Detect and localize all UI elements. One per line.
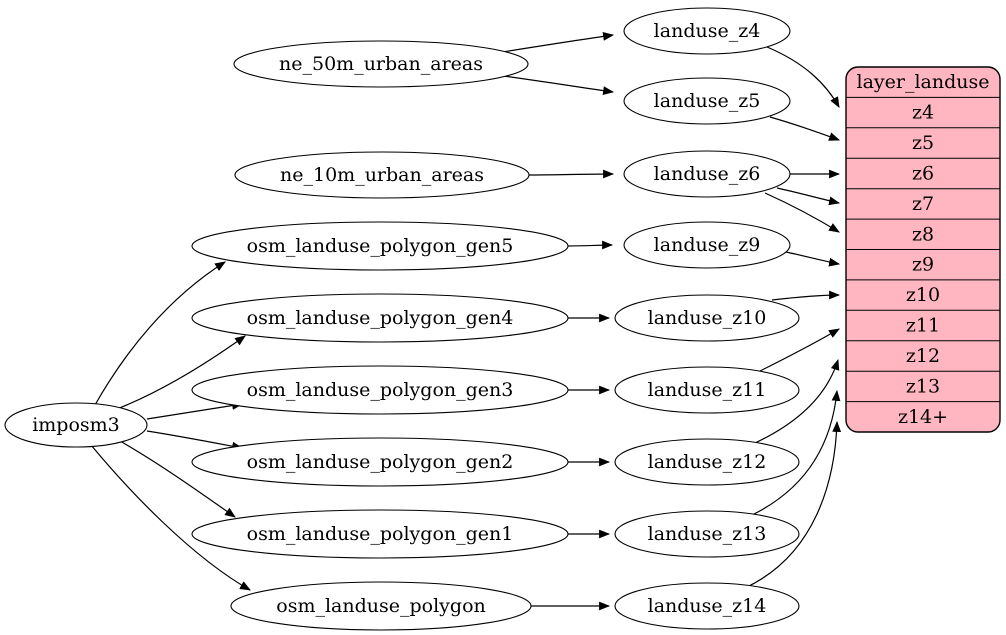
table-row-z8: z8	[912, 223, 934, 245]
edge-imposm3-osm_landuse_polygon	[90, 444, 251, 591]
table-row-z9: z9	[912, 254, 934, 276]
node-label-ne_50m_urban_areas: ne_50m_urban_areas	[279, 53, 483, 75]
node-label-landuse_z12: landuse_z12	[648, 451, 767, 473]
edge-imposm3-osm_landuse_polygon_gen2	[146, 430, 244, 451]
node-landuse_z4: landuse_z4	[623, 7, 791, 55]
edge-landuse_z6-layer_landuse_z7	[776, 187, 841, 206]
table-row-z5: z5	[912, 132, 934, 154]
node-landuse_z6: landuse_z6	[623, 150, 791, 198]
edge-landuse_z13-layer_landuse_z13	[751, 389, 841, 516]
edge-landuse_z6-layer_landuse_z8	[764, 192, 840, 233]
node-ne_50m_urban_areas: ne_50m_urban_areas	[233, 40, 529, 88]
edge-landuse_z11-layer_landuse_z11	[759, 328, 840, 372]
edge-landuse_z9-layer_landuse_z9	[785, 251, 841, 267]
node-imposm3: imposm3	[4, 402, 148, 448]
table-row-z7: z7	[912, 193, 934, 215]
node-landuse_z14: landuse_z14	[614, 582, 800, 630]
node-label-landuse_z6: landuse_z6	[654, 163, 761, 185]
table-row-z6: z6	[912, 163, 934, 185]
table-layer_landuse: layer_landuse z4 z5 z6 z7 z8 z9 z10 z11 …	[845, 66, 1001, 433]
edge-imposm3-osm_landuse_polygon_gen5	[94, 261, 226, 406]
node-osm_landuse_polygon_gen2: osm_landuse_polygon_gen2	[191, 437, 569, 487]
nodes: imposm3 ne_50m_urban_areas ne_10m_urban_…	[4, 7, 800, 631]
node-label-landuse_z10: landuse_z10	[648, 307, 767, 329]
node-label-landuse_z9: landuse_z9	[654, 234, 761, 256]
node-osm_landuse_polygon_gen4: osm_landuse_polygon_gen4	[191, 293, 569, 343]
table-title: layer_landuse	[857, 71, 990, 93]
edge-osm_landuse_polygon_gen5-landuse_z9	[567, 240, 614, 250]
node-landuse_z12: landuse_z12	[614, 438, 800, 486]
edges	[90, 32, 842, 611]
edge-landuse_z12-layer_landuse_z12	[754, 358, 840, 444]
node-label-osm_landuse_polygon_gen2: osm_landuse_polygon_gen2	[247, 451, 514, 473]
node-landuse_z10: landuse_z10	[614, 294, 800, 342]
node-label-osm_landuse_polygon_gen1: osm_landuse_polygon_gen1	[247, 523, 514, 545]
edge-landuse_z10-layer_landuse_z10	[771, 290, 841, 301]
edge-ne_10m_urban_areas-landuse_z6	[525, 169, 615, 179]
table-row-z12: z12	[906, 345, 940, 367]
node-label-osm_landuse_polygon_gen5: osm_landuse_polygon_gen5	[247, 235, 514, 257]
edge-ne_50m_urban_areas-landuse_z4	[495, 32, 615, 54]
table-row-z11: z11	[906, 315, 940, 337]
table-row-z10: z10	[906, 284, 940, 306]
node-label-ne_10m_urban_areas: ne_10m_urban_areas	[280, 164, 484, 186]
edge-ne_50m_urban_areas-landuse_z5	[495, 74, 615, 95]
node-label-imposm3: imposm3	[32, 414, 120, 436]
node-label-landuse_z11: landuse_z11	[648, 379, 767, 401]
node-osm_landuse_polygon_gen3: osm_landuse_polygon_gen3	[191, 365, 569, 415]
node-osm_landuse_polygon_gen1: osm_landuse_polygon_gen1	[191, 509, 569, 559]
node-label-landuse_z14: landuse_z14	[648, 595, 767, 617]
node-osm_landuse_polygon: osm_landuse_polygon	[230, 581, 532, 631]
edge-imposm3-osm_landuse_polygon_gen3	[146, 401, 244, 420]
edge-imposm3-osm_landuse_polygon_gen4	[116, 335, 246, 410]
table-row-z4: z4	[912, 102, 934, 124]
edge-landuse_z14-layer_landuse_z14plus	[746, 420, 842, 588]
node-landuse_z5: landuse_z5	[623, 77, 791, 125]
node-landuse_z13: landuse_z13	[614, 510, 800, 558]
node-label-landuse_z4: landuse_z4	[654, 20, 761, 42]
node-label-osm_landuse_polygon: osm_landuse_polygon	[276, 595, 486, 617]
node-landuse_z9: landuse_z9	[623, 221, 791, 269]
node-ne_10m_urban_areas: ne_10m_urban_areas	[234, 151, 530, 199]
edge-imposm3-osm_landuse_polygon_gen1	[119, 440, 236, 518]
edge-landuse_z4-layer_landuse_z4	[766, 46, 840, 108]
node-osm_landuse_polygon_gen5: osm_landuse_polygon_gen5	[191, 221, 569, 271]
node-label-landuse_z5: landuse_z5	[654, 90, 761, 112]
node-label-osm_landuse_polygon_gen4: osm_landuse_polygon_gen4	[247, 307, 514, 329]
edge-landuse_z5-layer_landuse_z5	[769, 116, 841, 141]
node-label-landuse_z13: landuse_z13	[648, 523, 767, 545]
table-row-z14plus: z14+	[898, 406, 948, 428]
node-landuse_z11: landuse_z11	[614, 366, 800, 414]
node-label-osm_landuse_polygon_gen3: osm_landuse_polygon_gen3	[247, 379, 514, 401]
table-row-z13: z13	[906, 375, 940, 397]
